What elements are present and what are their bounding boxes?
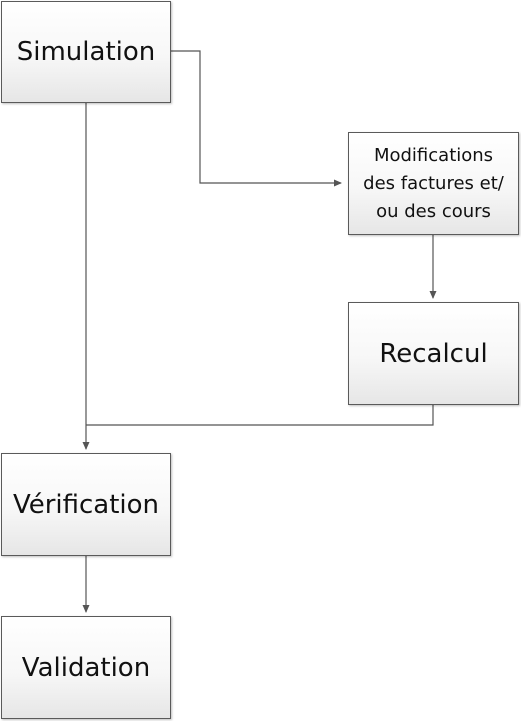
node-recalcul-label: Recalcul: [379, 338, 488, 369]
node-verification: Vérification: [1, 453, 171, 556]
node-modifications-line-3: ou des cours: [376, 200, 491, 222]
node-simulation-label: Simulation: [16, 37, 156, 67]
node-verification-label: Vérification: [12, 489, 160, 520]
node-simulation: Simulation: [1, 1, 171, 103]
node-validation: Validation: [1, 616, 171, 719]
connector-simulation-to-modifications: [171, 50, 342, 187]
node-modifications-line-2: des factures et/: [363, 172, 504, 194]
connector-recalcul-to-verification: [86, 405, 434, 426]
node-modifications-line-1: Modifications: [373, 144, 494, 166]
node-recalcul: Recalcul: [348, 302, 519, 405]
node-modifications-label: Modifications des factures et/ ou des co…: [363, 142, 504, 226]
node-validation-label: Validation: [21, 652, 151, 683]
node-modifications: Modifications des factures et/ ou des co…: [348, 132, 519, 235]
